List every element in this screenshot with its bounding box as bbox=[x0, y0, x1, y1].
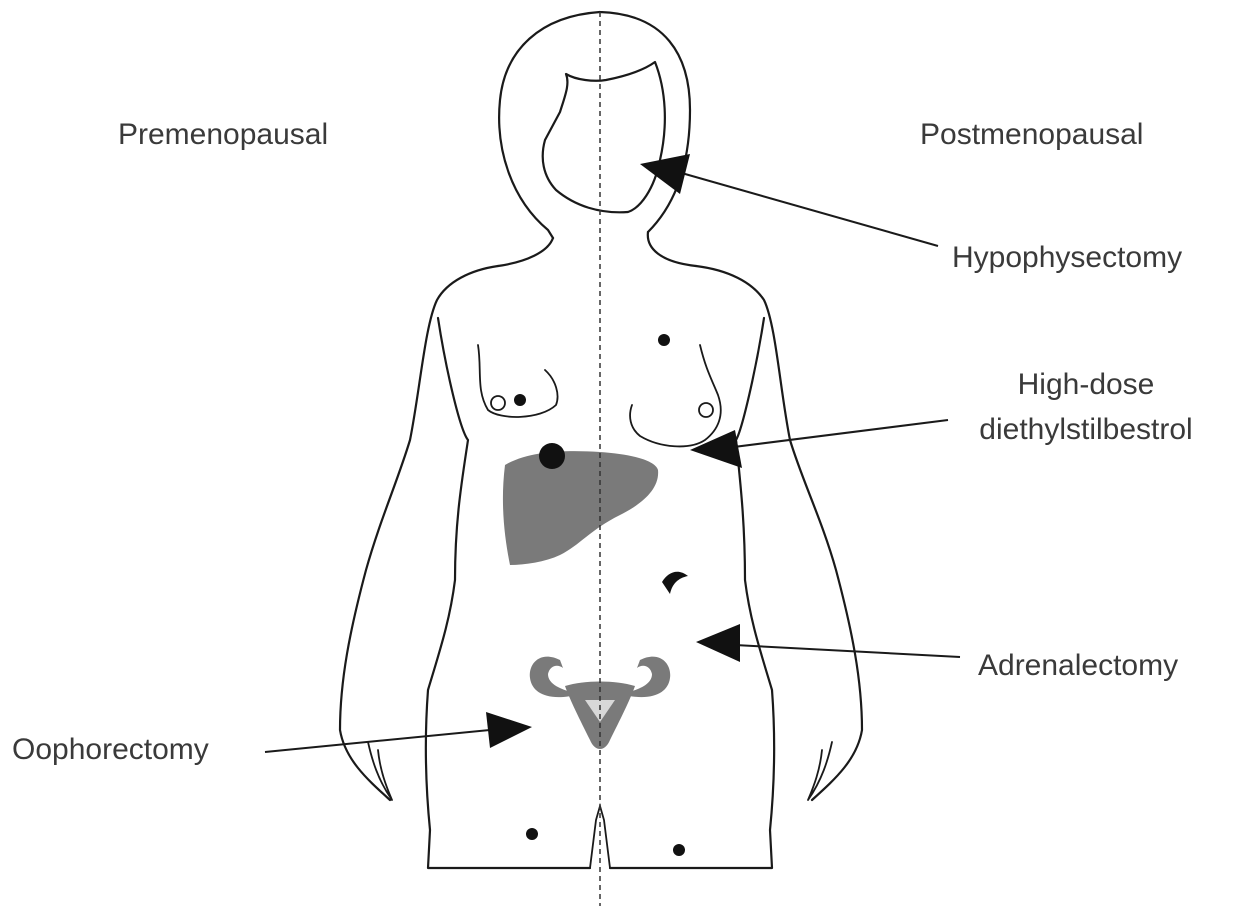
left-breast-outline bbox=[478, 345, 558, 417]
torso-left-outline bbox=[340, 266, 590, 868]
hypophysectomy-label: Hypophysectomy bbox=[952, 239, 1182, 276]
des-label-line1: High-dose bbox=[976, 366, 1196, 403]
oophorectomy-label: Oophorectomy bbox=[12, 731, 209, 768]
right-thigh-lesion bbox=[673, 844, 685, 856]
hypophysectomy-arrow bbox=[640, 154, 938, 246]
liver bbox=[503, 451, 658, 565]
postmenopausal-label: Postmenopausal bbox=[920, 116, 1143, 153]
chest-lesion bbox=[658, 334, 670, 346]
adrenalectomy-label: Adrenalectomy bbox=[978, 647, 1178, 684]
left-thigh-lesion bbox=[526, 828, 538, 840]
des-label-line2: diethylstilbestrol bbox=[956, 411, 1216, 448]
neck-outline bbox=[498, 232, 696, 266]
adrenal-gland bbox=[662, 572, 688, 594]
hair-outline bbox=[499, 12, 690, 238]
face-outline bbox=[543, 62, 665, 212]
oophorectomy-arrow bbox=[265, 712, 532, 752]
right-breast-outline bbox=[630, 345, 721, 446]
premenopausal-label: Premenopausal bbox=[118, 116, 328, 153]
des-arrow bbox=[690, 420, 948, 468]
torso-right-outline bbox=[610, 266, 862, 868]
adrenalectomy-arrow bbox=[696, 624, 960, 662]
liver-lesion bbox=[539, 443, 565, 469]
left-breast-lesion bbox=[514, 394, 526, 406]
left-nipple-ring bbox=[491, 396, 505, 410]
right-nipple-ring bbox=[699, 403, 713, 417]
